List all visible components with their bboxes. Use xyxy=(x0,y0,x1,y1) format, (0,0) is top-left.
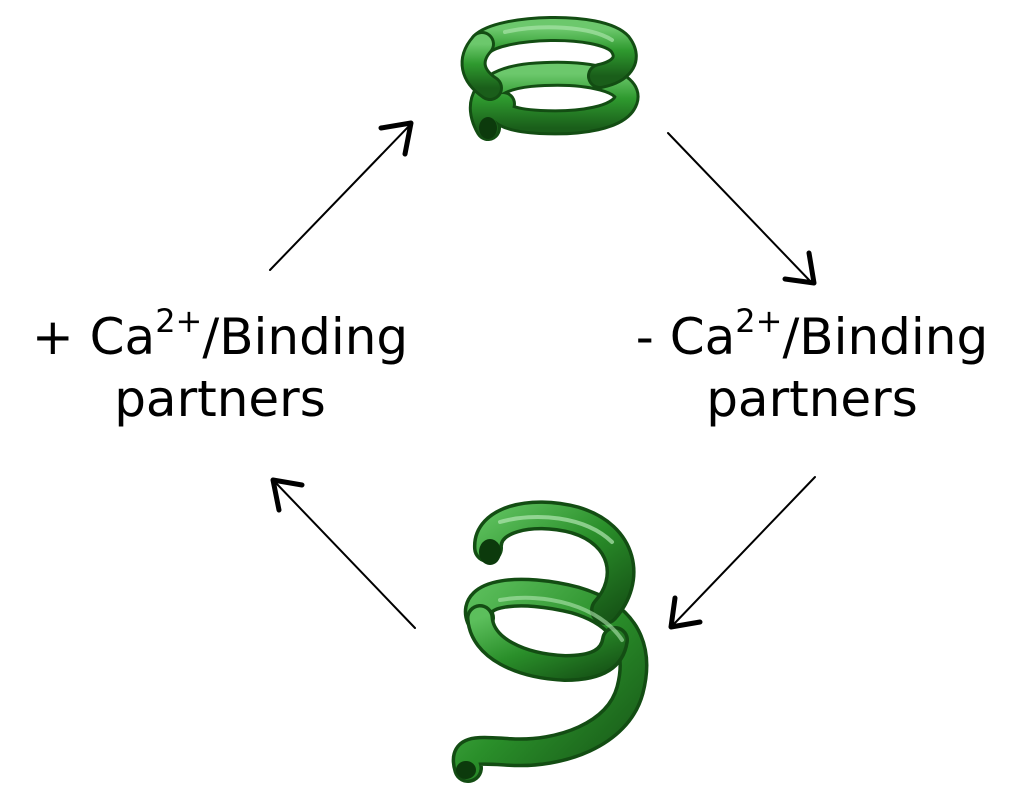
arrow-right-down xyxy=(667,132,817,286)
arrow-right-down-lower xyxy=(668,476,816,630)
label-left-line2: partners xyxy=(114,370,326,428)
label-right-rest: /Binding xyxy=(782,308,989,366)
label-left-sign: + Ca xyxy=(31,308,156,366)
arrow-left-up-lower xyxy=(270,477,416,629)
label-add-calcium-binding-partners: + Ca2+/Binding partners xyxy=(0,305,440,430)
label-left-rest: /Binding xyxy=(202,308,409,366)
label-right-superscript: 2+ xyxy=(735,302,783,341)
label-remove-calcium-binding-partners: - Ca2+/Binding partners xyxy=(600,305,1024,430)
compact-helix-icon xyxy=(460,15,640,141)
label-right-line1: - Ca2+/Binding xyxy=(600,305,1024,368)
label-left-superscript: 2+ xyxy=(155,302,203,341)
label-right-line2: partners xyxy=(706,370,918,428)
extended-helix-icon xyxy=(451,500,649,783)
label-left-line1: + Ca2+/Binding xyxy=(0,305,440,368)
arrow-left-up xyxy=(269,120,414,271)
label-right-sign: - Ca xyxy=(635,308,736,366)
